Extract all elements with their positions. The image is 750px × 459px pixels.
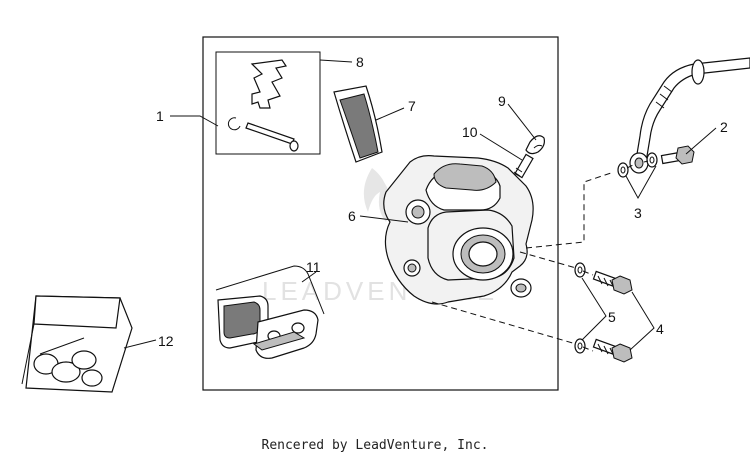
- callout-2: 2: [720, 119, 728, 135]
- dash-washer-to-bolt-lower: [582, 346, 594, 352]
- dash-hose-washers: [626, 160, 649, 169]
- brake-hose: [629, 57, 750, 174]
- retaining-clip: [227, 117, 241, 131]
- washer-lower: [574, 338, 586, 354]
- dash-caliper-to-washer-lower: [431, 301, 577, 345]
- hardware-bag: [21, 295, 133, 393]
- leader-5: [581, 277, 607, 341]
- mounting-bolt-upper: [592, 270, 633, 295]
- leader-12: [123, 339, 157, 349]
- brake-caliper-body: [383, 155, 534, 305]
- pad-spring-clip: [250, 59, 287, 109]
- sealing-washer-outer: [646, 152, 658, 168]
- leader-7: [375, 107, 405, 121]
- pad-pin: [245, 122, 299, 152]
- leader-9: [507, 103, 537, 141]
- mounting-bolt-lower: [592, 338, 633, 363]
- callout-5: 5: [608, 309, 616, 325]
- brake-pad-pair: [215, 265, 325, 359]
- callout-7: 7: [408, 98, 416, 114]
- pad-shim: [333, 85, 383, 163]
- callout-1: 1: [156, 108, 164, 124]
- callout-12: 12: [158, 333, 174, 349]
- washer-upper: [574, 262, 586, 278]
- sealing-washer-inner: [617, 162, 629, 178]
- callout-6: 6: [348, 208, 356, 224]
- banjo-bolt: [660, 145, 695, 165]
- leader-8: [319, 59, 353, 63]
- dash-caliper-to-washer-upper: [519, 251, 577, 269]
- callout-4: 4: [656, 321, 664, 337]
- callout-3: 3: [634, 205, 642, 221]
- callout-10: 10: [462, 124, 478, 140]
- footer-credit: Rencered by LeadVenture, Inc.: [262, 438, 489, 453]
- leader-3: [625, 165, 657, 200]
- dash-washer-to-bolt-upper: [582, 270, 594, 276]
- caliper-assembly-frame: [202, 36, 559, 391]
- leader-1: [170, 115, 219, 127]
- leader-4: [629, 291, 655, 351]
- leader-11: [301, 271, 317, 283]
- dash-caliper-to-hose: [525, 171, 615, 249]
- callout-11: 11: [306, 259, 321, 275]
- leader-6: [359, 215, 409, 223]
- callout-9: 9: [498, 93, 506, 109]
- callout-8: 8: [356, 54, 364, 70]
- bleeder-cap: [525, 135, 545, 155]
- leader-10: [479, 133, 523, 161]
- leader-2: [685, 127, 717, 155]
- pin-kit-inset-box: [215, 51, 321, 155]
